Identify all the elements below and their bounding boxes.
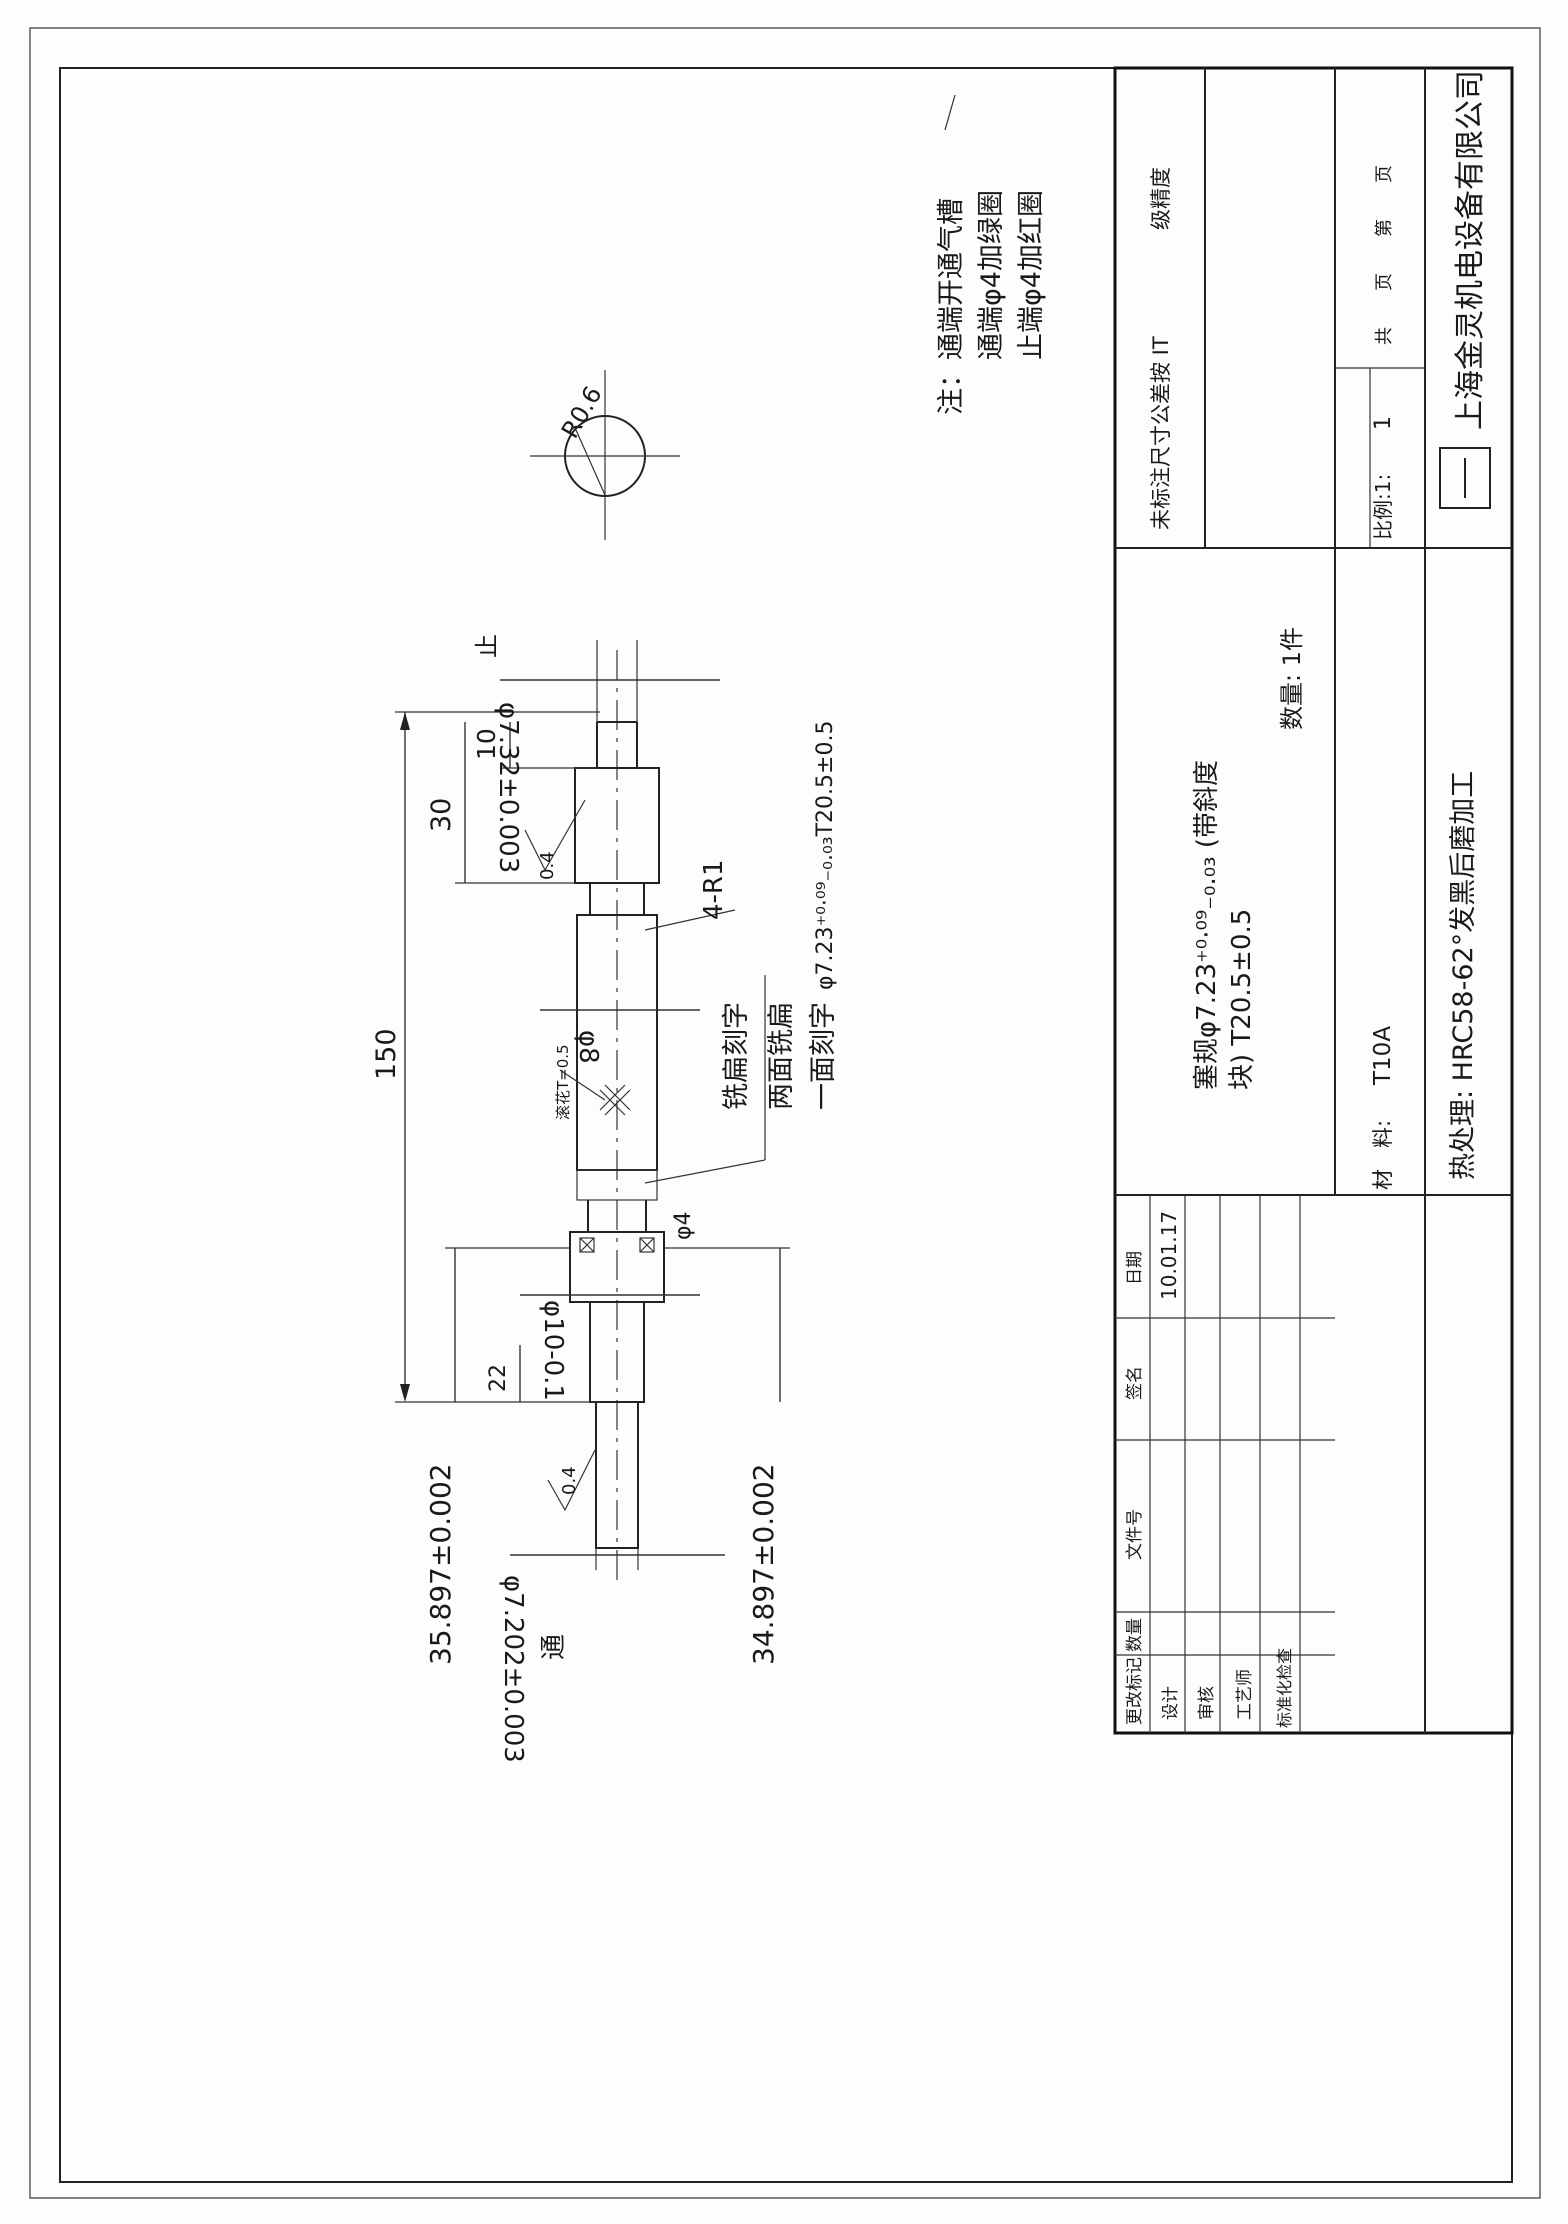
company-name: 上海金灵机电设备有限公司 <box>1453 70 1488 430</box>
title-block <box>1113 66 1514 1735</box>
design-date: 10.01.17 <box>1157 1211 1181 1300</box>
row-standard: 标准化检查 <box>1275 1648 1294 1728</box>
rev-qty-header: 数量 <box>1125 1618 1145 1652</box>
company-logo <box>1439 447 1491 509</box>
roughness-bottom: 0.4 <box>559 1466 580 1495</box>
tolerance-note-b: 级精度 <box>1149 167 1173 230</box>
heat-treatment: 热处理: HRC58-62°发黑后磨加工 <box>1448 771 1479 1180</box>
part-name-line1: 塞规φ7.23⁺⁰·⁰⁹₋₀.₀₃ (带斜度 <box>1192 760 1222 1090</box>
material-label: 材 料: <box>1371 1120 1395 1190</box>
note-line2: 通端φ4加绿圈 <box>976 190 1007 360</box>
dim-fillet: 4-R1 <box>699 859 729 920</box>
rev-doc-header: 文件号 <box>1125 1509 1145 1560</box>
dim-neck-dia: φ4 <box>671 1211 696 1240</box>
quantity: 数量: 1件 <box>1278 627 1306 730</box>
note-line3: 止端φ4加红圈 <box>1016 190 1047 360</box>
part-name-line2: 块) T20.5±0.5 <box>1227 909 1257 1090</box>
scale-value: 1 <box>1371 416 1396 430</box>
radius-label: R0.6 <box>556 382 608 443</box>
notes-heading: 注： <box>936 361 967 415</box>
rev-mark-header: 更改标记 <box>1125 1657 1145 1725</box>
paper-edge <box>29 27 1541 2199</box>
note-line1: 通端开通气槽 <box>936 198 967 360</box>
gauge-pin <box>559 650 665 1580</box>
scale-label: 比例:1: <box>1371 474 1395 540</box>
row-process: 工艺师 <box>1235 1669 1255 1720</box>
dim-stop-diag: 34.897±0.002 <box>747 1463 780 1665</box>
dim-collar-dia: φ10-0.1 <box>538 1300 568 1401</box>
dim-go-tip: 22 <box>486 1364 511 1392</box>
rev-sign-header: 签名 <box>1125 1366 1145 1400</box>
dim-stop-dia: φ7.32±0.003 <box>493 702 523 873</box>
engrave-spec: φ7.23⁺⁰·⁰⁹₋₀.₀₃T20.5±0.5 <box>813 721 838 990</box>
row-design: 设计 <box>1161 1686 1181 1720</box>
knurl-label: 滚花T=0.5 <box>554 1044 572 1120</box>
dim-go-diag: 35.897±0.002 <box>424 1463 457 1665</box>
mill-engrave-label: 铣扁刻字 <box>721 1002 752 1110</box>
dim-end-length: 30 <box>426 798 457 832</box>
go-end-label: 通 <box>539 1634 569 1660</box>
dim-body-dia: φ8 <box>573 1030 603 1064</box>
tolerance-note-a: 未标注尺寸公差按 IT <box>1149 336 1173 530</box>
material-value: T10A <box>1370 1026 1396 1086</box>
rev-date-header: 日期 <box>1125 1251 1145 1285</box>
dimension-lines <box>395 640 790 1570</box>
row-review: 审核 <box>1197 1686 1217 1720</box>
page-count: 共 页 第 页 <box>1374 165 1395 345</box>
drawing-frame <box>59 67 1513 2183</box>
dim-go-dia: φ7.202±0.003 <box>498 1575 528 1763</box>
detail-view <box>530 370 680 540</box>
dim-overall-length: 150 <box>371 1028 402 1080</box>
roughness-top: 0.4 <box>537 851 558 880</box>
engrave-label: 一面刻字 <box>808 1002 839 1110</box>
dim-tip-length: 10 <box>472 728 501 760</box>
stop-end-label: 止 <box>473 634 501 658</box>
two-flats-label: 两面铣扁 <box>766 1002 797 1110</box>
